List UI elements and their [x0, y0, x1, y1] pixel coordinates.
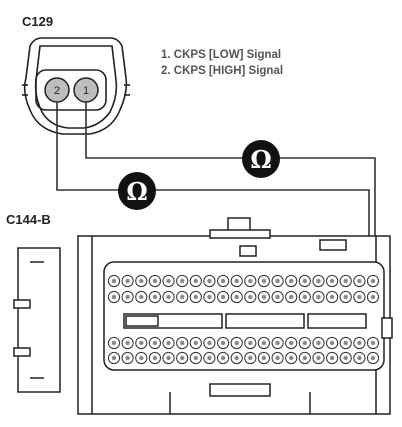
ecm-terminal-core — [220, 355, 226, 361]
ecm-terminal-core — [357, 294, 362, 300]
ecm-terminal-core — [316, 294, 321, 300]
ecm-terminal-core — [289, 355, 294, 361]
lead-pin-1 — [85, 102, 376, 298]
ecm-terminal-core — [234, 278, 239, 284]
ecm-terminal-core — [343, 278, 348, 284]
ecm-terminal-core — [166, 278, 171, 284]
ecm-terminal-core — [139, 294, 144, 300]
ecm-terminal-core — [275, 294, 280, 300]
ecm-terminal-core — [275, 278, 280, 284]
sensor-pin-1-label: 1 — [83, 85, 89, 97]
legend-item-1: 1. CKPS [LOW] Signal — [161, 49, 282, 61]
ecm-terminal-core — [248, 278, 253, 284]
ecm-terminal-core — [370, 340, 376, 346]
ecm-terminal-core — [220, 294, 226, 300]
ecm-terminal-core — [139, 355, 144, 361]
ecm-terminal-core — [166, 294, 171, 300]
ecm-terminal-core — [289, 340, 294, 346]
ohmmeter-2: Ω — [118, 172, 156, 210]
sensor-connector-c129 — [22, 37, 130, 135]
ecm-terminal-core — [329, 355, 335, 361]
ecm-terminal-core — [343, 294, 348, 300]
sensor-pin-2-label: 2 — [54, 85, 60, 97]
ecm-terminal-core — [166, 355, 171, 361]
ecm-terminal-core — [370, 294, 376, 300]
ecm-terminal-core — [370, 278, 376, 284]
ecm-terminal-core — [302, 294, 307, 300]
ecm-terminal-core — [275, 355, 280, 361]
ecm-terminal-core — [207, 340, 212, 346]
ecm-terminal-core — [261, 355, 267, 361]
ecm-terminal-core — [220, 340, 226, 346]
ecm-terminal-core — [207, 294, 212, 300]
ecm-terminal-core — [370, 355, 376, 361]
legend-item-2: 2. CKPS [HIGH] Signal — [161, 65, 284, 77]
ecm-terminal-core — [234, 340, 239, 346]
ecm-terminal-core — [343, 340, 348, 346]
ecm-terminal-core — [248, 355, 253, 361]
ecm-terminal-core — [111, 340, 117, 346]
ecm-terminal-core — [248, 294, 253, 300]
pin-legend: 1. CKPS [LOW] Signal 2. CKPS [HIGH] Sign… — [161, 47, 283, 79]
ecm-terminal-core — [193, 294, 198, 300]
ecm-terminal-core — [125, 294, 130, 300]
ecm-terminal-core — [111, 355, 117, 361]
ecm-terminal-core — [193, 340, 198, 346]
ecm-terminal-core — [261, 340, 267, 346]
ecm-terminal-core — [152, 278, 158, 284]
ecm-terminal-core — [234, 294, 239, 300]
ohmmeter-1: Ω — [242, 140, 280, 178]
ecm-terminal-core — [261, 278, 267, 284]
ecm-terminal-core — [152, 294, 158, 300]
ecm-terminal-core — [302, 278, 307, 284]
ecm-terminal-core — [139, 278, 144, 284]
ohm-symbol-1: Ω — [250, 144, 272, 174]
ecm-terminal-core — [111, 294, 117, 300]
ecm-terminal-core — [207, 278, 212, 284]
sensor-connector-name: C129 — [22, 14, 54, 29]
ohm-symbol-2: Ω — [126, 176, 148, 206]
ecm-terminal-core — [180, 294, 185, 300]
ecm-terminal-core — [220, 278, 226, 284]
ecm-terminal-core — [329, 340, 335, 346]
ecm-terminal-core — [125, 278, 130, 284]
ecm-terminal-core — [139, 340, 144, 346]
ecm-terminal-core — [275, 340, 280, 346]
ecm-terminal-core — [125, 340, 130, 346]
ecm-terminal-core — [316, 278, 321, 284]
ecm-terminal-core — [193, 355, 198, 361]
ecm-terminal-core — [343, 355, 348, 361]
ecm-terminal-core — [166, 340, 171, 346]
ecm-terminal-core — [357, 278, 362, 284]
ecm-terminal-core — [302, 355, 307, 361]
ecm-terminal-core — [111, 278, 117, 284]
ecm-terminal-core — [234, 355, 239, 361]
ecm-terminal-core — [329, 278, 335, 284]
ecm-connector-name: C144-B — [6, 212, 51, 227]
ecm-terminal-core — [180, 340, 185, 346]
ecm-terminal-core — [329, 294, 335, 300]
ecm-terminal-core — [289, 294, 294, 300]
ecm-terminal-core — [207, 355, 212, 361]
ecm-terminal-core — [357, 355, 362, 361]
ecm-terminal-core — [316, 340, 321, 346]
ecm-terminal-core — [193, 278, 198, 284]
ecm-terminal-core — [180, 278, 185, 284]
ecm-terminal-core — [248, 340, 253, 346]
ecm-connector-c144b — [13, 217, 393, 415]
ecm-terminal-core — [125, 355, 130, 361]
ecm-pin-rows — [107, 274, 380, 365]
ecm-terminal-core — [152, 355, 158, 361]
ecm-terminal-core — [152, 340, 158, 346]
ecm-terminal-core — [261, 294, 267, 300]
ecm-terminal-core — [357, 340, 362, 346]
ecm-terminal-core — [302, 340, 307, 346]
ecm-terminal-core — [316, 355, 321, 361]
ecm-terminal-core — [180, 355, 185, 361]
sensor-connector-face — [35, 69, 107, 111]
ecm-terminal-core — [289, 278, 294, 284]
